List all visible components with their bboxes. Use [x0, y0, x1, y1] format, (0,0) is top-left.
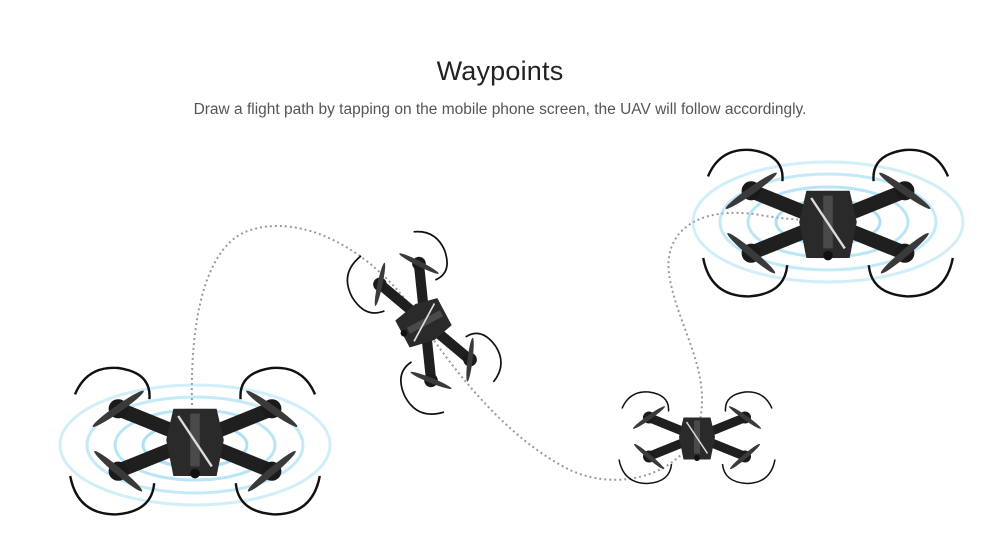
- low-drone: [618, 391, 776, 485]
- end-drone: [691, 148, 965, 298]
- flight-path: [190, 211, 851, 481]
- turning-drone: [336, 219, 513, 426]
- start-drone: [58, 366, 332, 516]
- signal-rings: [691, 160, 965, 284]
- page-subtitle: Draw a flight path by tapping on the mob…: [193, 101, 807, 118]
- page-title: Waypoints: [436, 56, 564, 86]
